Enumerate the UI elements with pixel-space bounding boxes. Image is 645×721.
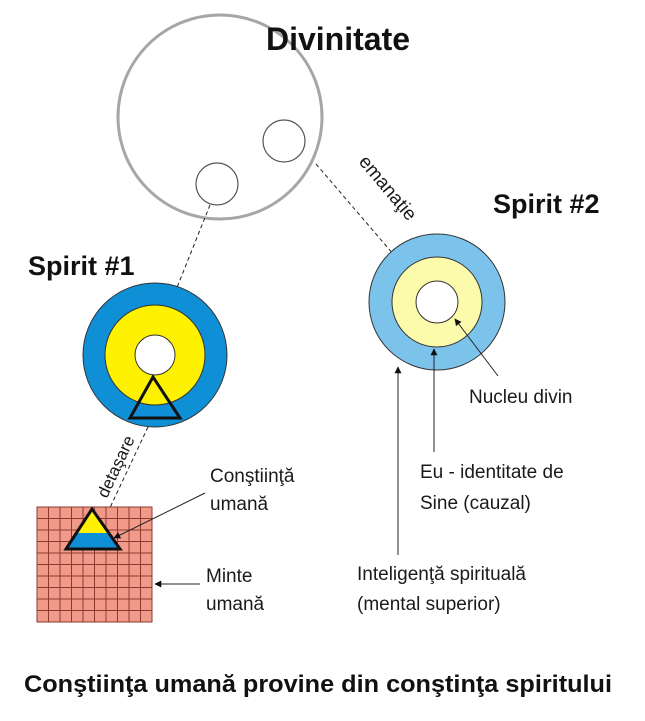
spirit-2: Spirit #2 (368, 189, 600, 371)
diagram-caption: Conştiinţa umană provine din conştinţa s… (24, 671, 612, 698)
emanation-line (315, 163, 419, 284)
triangle-blue-fill (66, 533, 120, 549)
labels: Conştiinţă umană Minte umană Nucleu divi… (206, 387, 573, 615)
spiritual-intelligence-label-2: (mental superior) (357, 594, 501, 615)
nucleus-pointer (454, 318, 499, 377)
spirit-origin-2 (262, 119, 306, 163)
spiritual-intelligence-label-1: Inteligenţă spirituală (357, 564, 526, 585)
human-consciousness-label-1: Conştiinţă (210, 466, 295, 487)
spirit1-core (134, 334, 176, 376)
spirit2-pointers (394, 318, 499, 555)
human-pointers (113, 492, 206, 588)
human-consciousness-label-2: umană (210, 494, 269, 515)
spirit1-title: Spirit #1 (28, 251, 135, 281)
spirit-1: Spirit #1 (28, 251, 228, 428)
spirit-origin-1 (195, 162, 239, 206)
triangle-outline (63, 506, 123, 551)
detachment-line (106, 426, 149, 515)
detachment-label: detaşare (93, 433, 138, 501)
divinity: Divinitate (116, 13, 410, 221)
divinity-circle (116, 13, 324, 221)
detachment-arrow: detaşare (93, 426, 149, 515)
self-identity-label-2: Sine (cauzal) (420, 493, 531, 514)
human-mind-label-1: Minte (206, 566, 252, 587)
divine-nucleus-label: Nucleu divin (469, 387, 573, 408)
spirit1-triangle (127, 374, 183, 420)
human-mind-grid (36, 506, 153, 623)
human-mind-label-2: umană (206, 594, 265, 615)
consciousness-pointer (113, 492, 206, 539)
divinity-title: Divinitate (266, 21, 410, 57)
emanation-label: emanaţie (354, 152, 420, 225)
spirit2-title: Spirit #2 (493, 189, 600, 219)
spirit2-core (415, 280, 459, 324)
self-identity-label-1: Eu - identitate de (420, 462, 564, 483)
